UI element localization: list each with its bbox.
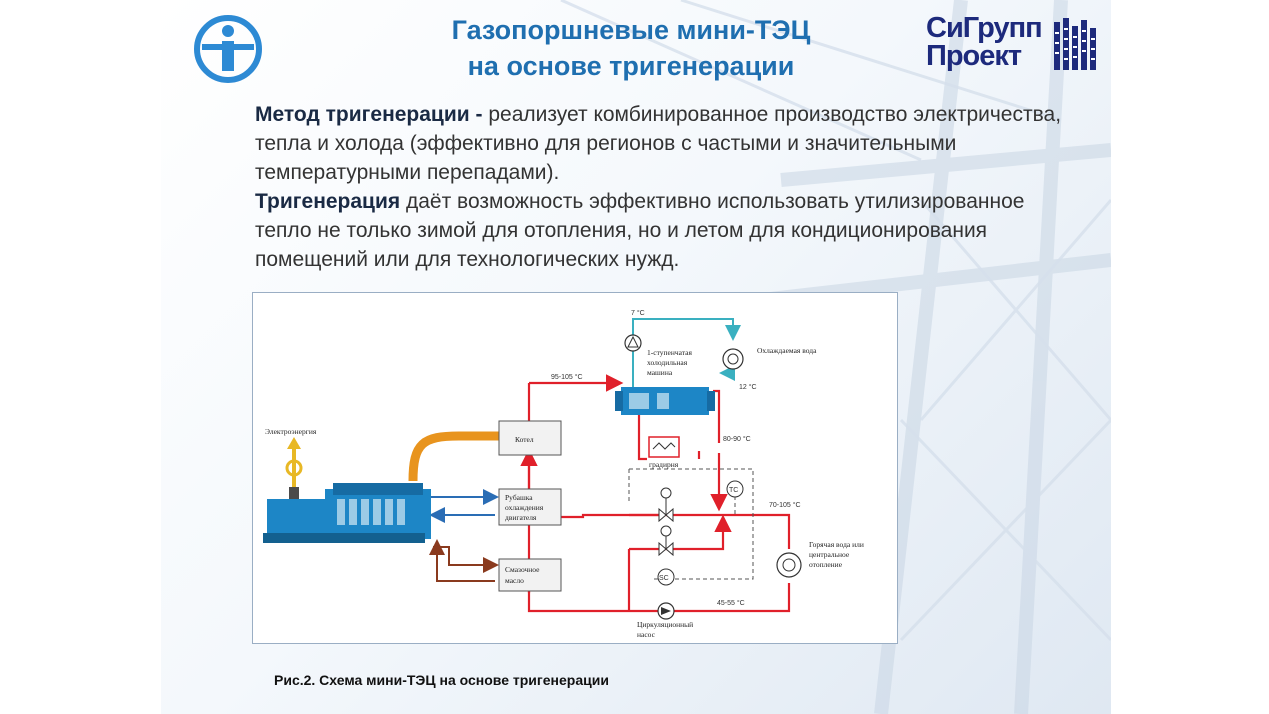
electricity-output xyxy=(285,437,303,487)
control-lines xyxy=(628,468,754,580)
building-bars-icon xyxy=(1054,18,1096,70)
oil-box xyxy=(498,558,562,592)
label-electricity: Электроэнергия xyxy=(265,427,317,436)
temperature-controller-icon xyxy=(726,480,744,498)
title-line-1: Газопоршневые мини-ТЭЦ xyxy=(451,15,811,45)
label-cooling-tower: градирня xyxy=(649,460,679,469)
jacket-box xyxy=(498,488,562,526)
temp-95-105: 95-105 °C xyxy=(551,373,583,381)
temp-70-105: 70-105 °C xyxy=(769,501,801,509)
brand-line-1: СиГрупп xyxy=(926,12,1043,44)
jacket-arrows xyxy=(429,489,499,523)
label-tc: TC xyxy=(729,487,738,494)
label-chilled-water: Охлаждаемая вода xyxy=(757,346,817,355)
diagram-canvas: Электроэнергия Котел Рубашка охлаждения … xyxy=(263,309,864,639)
temp-80-90: 80-90 °C xyxy=(723,435,751,443)
title-line-2: на основе тригенерации xyxy=(467,51,795,81)
oil-arrows xyxy=(429,539,499,582)
company-logo-icon xyxy=(194,15,262,83)
figure-caption: Рис.2. Схема мини-ТЭЦ на основе тригенер… xyxy=(274,672,609,688)
trigeneration-diagram: Электроэнергия Котел Рубашка охлаждения … xyxy=(252,292,898,644)
label-jacket-3: двигателя xyxy=(505,513,537,522)
temp-45-55: 45-55 °C xyxy=(717,599,745,607)
gas-engine-generator xyxy=(263,483,431,543)
label-jacket-2: охлаждения xyxy=(505,503,544,512)
chilled-water-pump-icon xyxy=(624,334,642,352)
label-hot-water-1: Горячая вода или xyxy=(809,540,864,549)
brand-logo: СиГрупп Проект xyxy=(926,12,1101,72)
hot-water-consumer-icon xyxy=(776,552,802,578)
label-jacket-1: Рубашка xyxy=(505,493,533,502)
label-boiler: Котел xyxy=(515,435,534,444)
label-hot-water-2: центральное xyxy=(809,550,850,559)
temp-7: 7 °C xyxy=(631,309,645,317)
label-hot-water-3: отопление xyxy=(809,560,843,569)
label-chiller-1: 1-ступенчатая xyxy=(647,348,692,357)
boiler-box xyxy=(498,420,562,456)
trigeneration-heading: Тригенерация xyxy=(255,190,401,213)
chilled-water-load-icon xyxy=(722,348,744,370)
label-oil-2: масло xyxy=(505,576,524,585)
page-title: Газопоршневые мини-ТЭЦ на основе тригене… xyxy=(401,12,861,84)
cooling-tower-icon xyxy=(648,436,680,458)
control-valve-icon xyxy=(658,487,674,523)
label-pump-1: Циркуляционный xyxy=(637,620,693,629)
speed-controller-icon xyxy=(657,568,675,586)
circulation-pump-icon xyxy=(657,602,675,620)
label-chiller-3: машина xyxy=(647,368,673,377)
method-description: реализует комбинированное производство э… xyxy=(255,103,1062,184)
absorption-chiller xyxy=(615,387,715,415)
method-heading: Метод тригенерации - xyxy=(255,103,483,126)
body-text: Метод тригенерации - реализует комбиниро… xyxy=(255,100,1085,274)
label-oil-1: Смазочное xyxy=(505,565,540,574)
trigeneration-description: даёт возможность эффективно использовать… xyxy=(255,190,1025,271)
label-pump-2: насос xyxy=(637,630,656,639)
brand-line-2: Проект xyxy=(926,40,1022,72)
control-valve-2-icon xyxy=(658,525,674,557)
exhaust-pipe xyxy=(408,431,499,482)
slide: СиГрупп Проект Газопоршневые мини-ТЭЦ на… xyxy=(161,0,1111,714)
label-sc: SC xyxy=(659,575,669,582)
label-chiller-2: холодильная xyxy=(647,358,688,367)
temp-12: 12 °C xyxy=(739,383,757,391)
